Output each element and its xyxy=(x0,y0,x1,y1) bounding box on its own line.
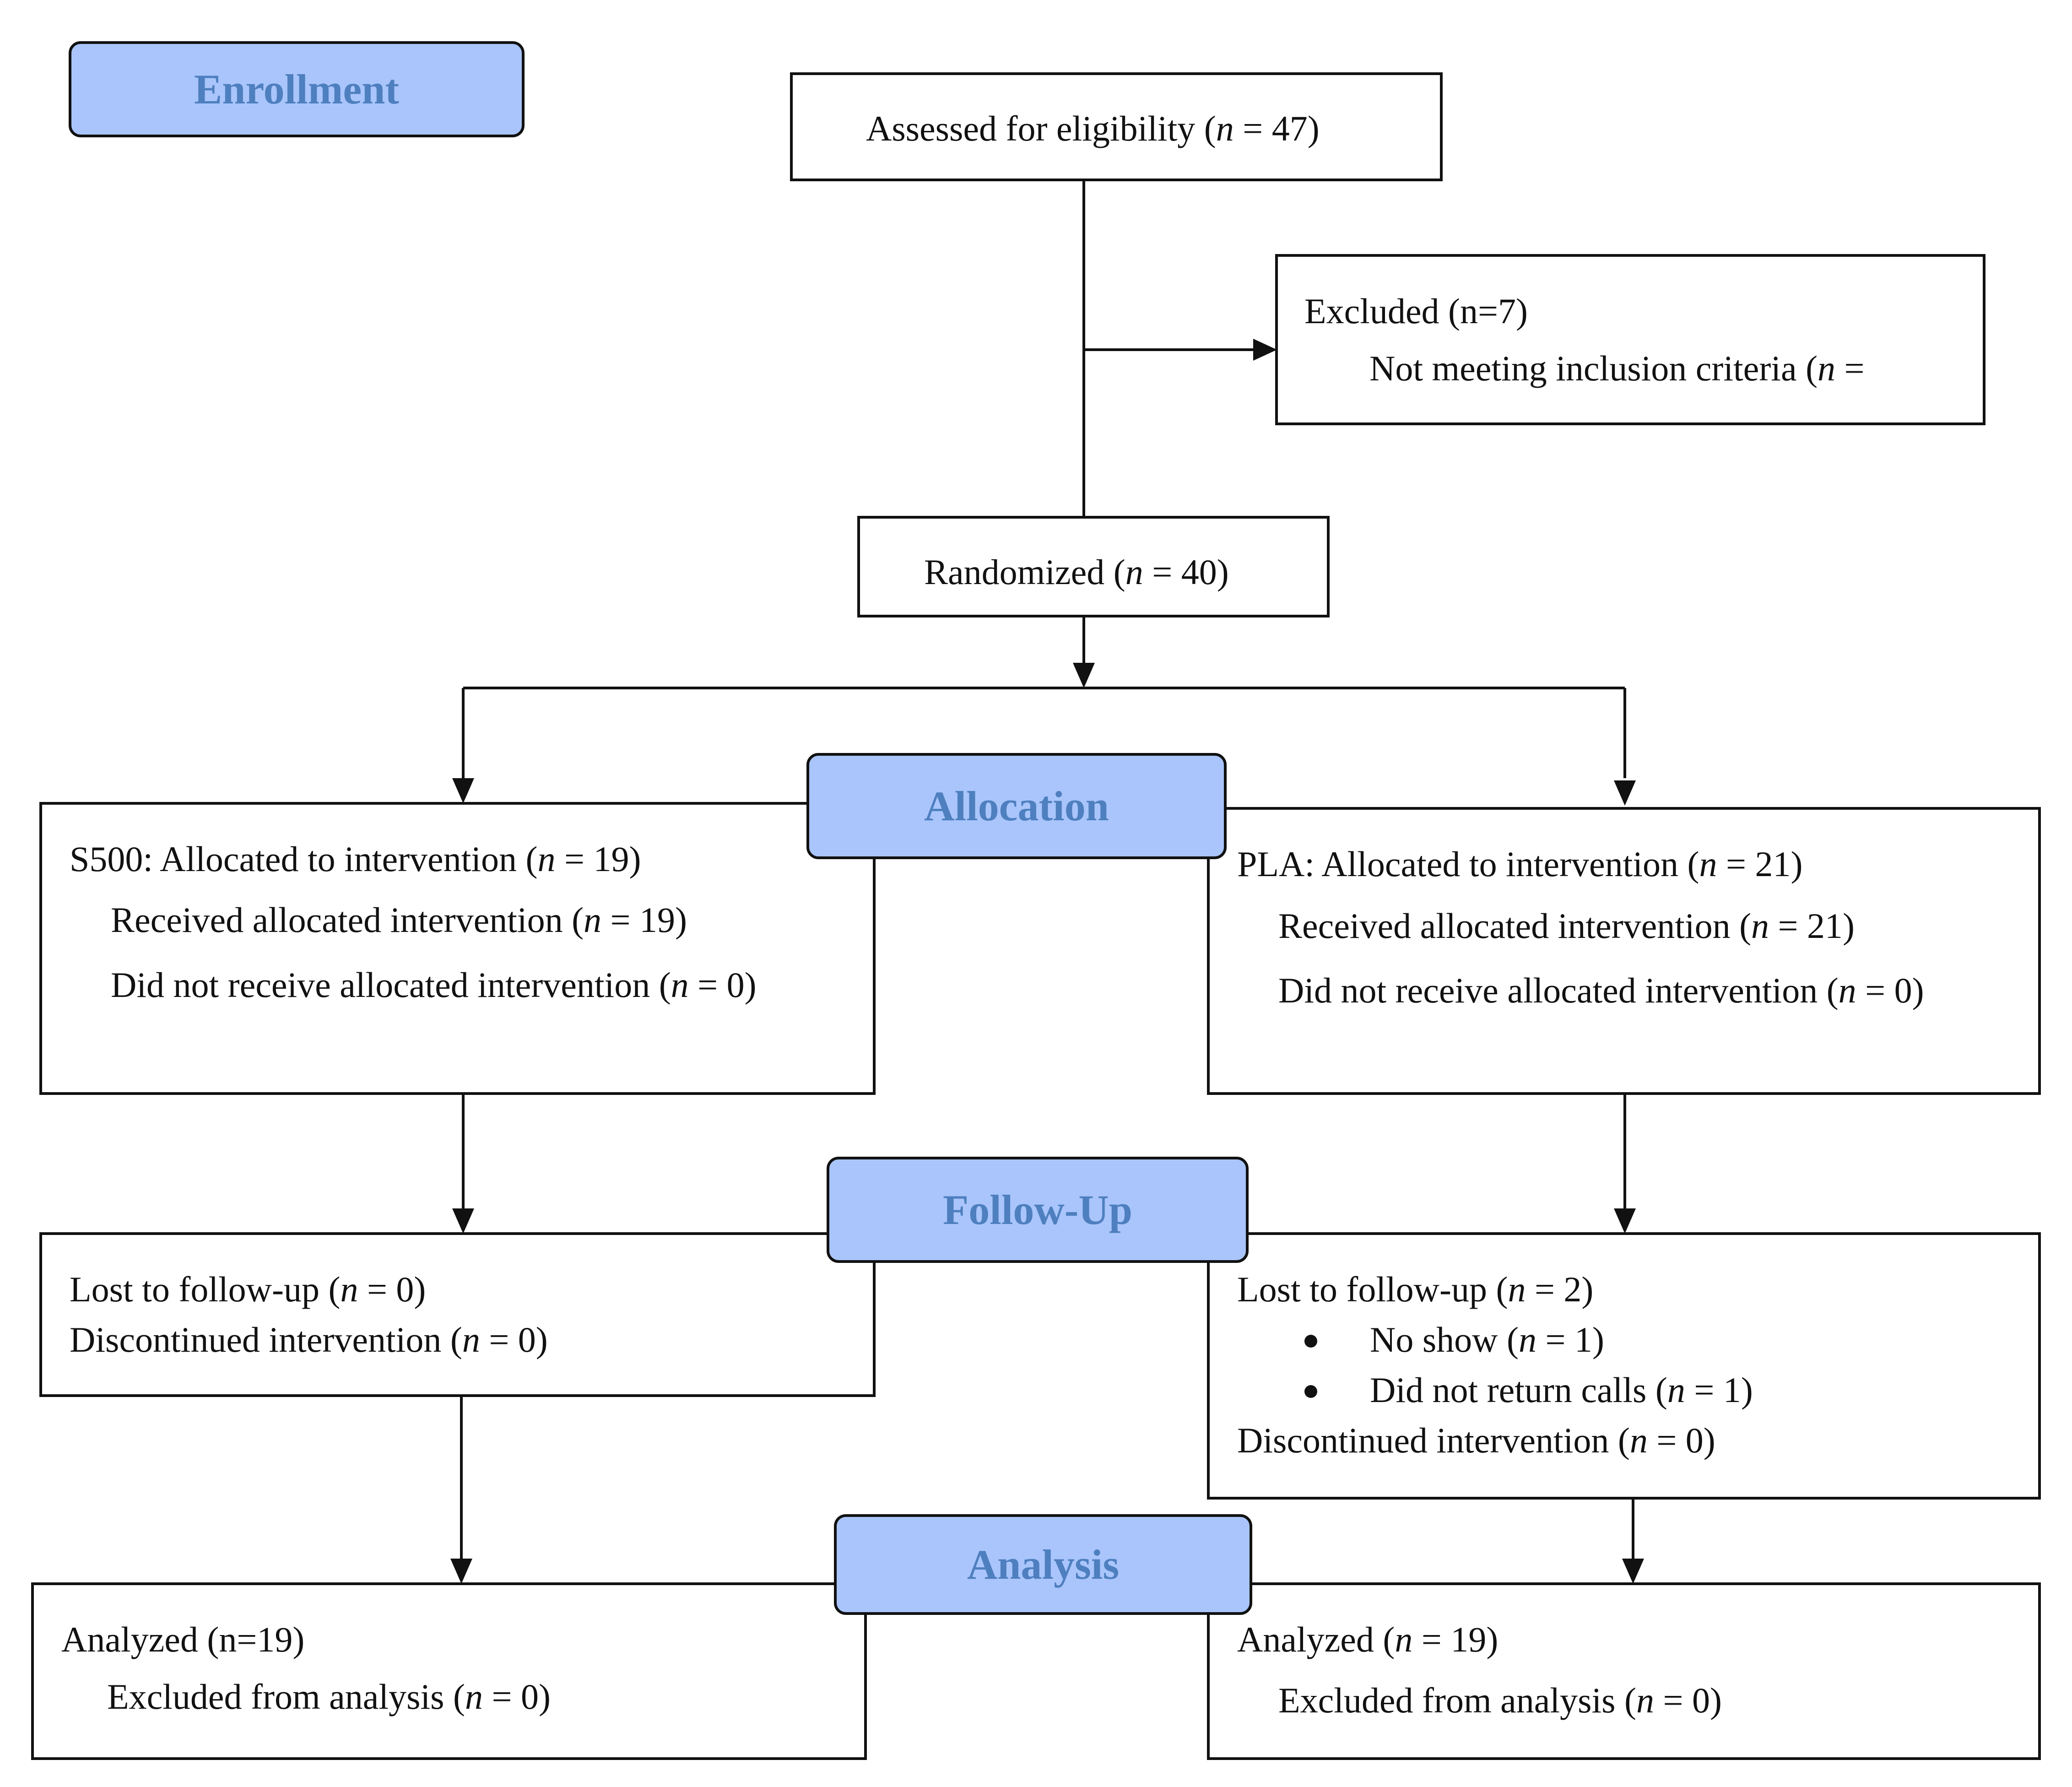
pla-received: Received allocated intervention (n = 21) xyxy=(1278,906,1855,946)
randomized-text: Randomized (n = 40) xyxy=(924,552,1229,592)
arrowhead-excluded xyxy=(1253,339,1277,361)
phase-label-analysis: Analysis xyxy=(834,1514,1252,1615)
s500-discontinued: Discontinued intervention (n = 0) xyxy=(70,1320,548,1359)
pla-excluded-analysis: Excluded from analysis (n = 0) xyxy=(1278,1680,1722,1720)
bullet-icon xyxy=(1304,1385,1317,1398)
assessed-text: Assessed for eligibility (n = 47) xyxy=(866,108,1320,148)
arrowhead-s500-followup xyxy=(452,1208,474,1234)
pla-analysis-box: Analyzed (n = 19) Excluded from analysis… xyxy=(1207,1582,2041,1760)
arrowhead-pla-allocation xyxy=(1614,780,1636,806)
s500-allocation-box: S500: Allocated to intervention (n = 19)… xyxy=(39,802,876,1095)
arrowhead-randomized-split xyxy=(1073,663,1095,688)
s500-analysis-box: Analyzed (n=19) Excluded from analysis (… xyxy=(31,1582,867,1760)
bullet-icon xyxy=(1304,1335,1317,1348)
phase-label-allocation: Allocation xyxy=(806,753,1227,859)
pla-not-received: Did not receive allocated intervention (… xyxy=(1278,970,1924,1010)
s500-excluded-analysis: Excluded from analysis (n = 0) xyxy=(107,1677,551,1717)
s500-lost: Lost to follow-up (n = 0) xyxy=(70,1269,426,1309)
s500-received: Received allocated intervention (n = 19) xyxy=(111,900,687,940)
s500-not-received: Did not receive allocated intervention (… xyxy=(111,965,757,1005)
randomized-box: Randomized (n = 40) xyxy=(857,516,1330,617)
pla-discontinued: Discontinued intervention (n = 0) xyxy=(1237,1420,1715,1460)
assessed-box: Assessed for eligibility (n = 47) xyxy=(790,72,1443,181)
s500-followup-box: Lost to follow-up (n = 0) Discontinued i… xyxy=(39,1232,876,1397)
excluded-reason: Not meeting inclusion criteria (n = xyxy=(1369,348,1865,388)
pla-analyzed: Analyzed (n = 19) xyxy=(1237,1619,1499,1659)
pla-allocated: PLA: Allocated to intervention (n = 21) xyxy=(1237,844,1803,884)
s500-allocated: S500: Allocated to intervention (n = 19) xyxy=(70,839,641,879)
phase-label-enrollment: Enrollment xyxy=(69,41,525,137)
s500-analyzed: Analyzed (n=19) xyxy=(61,1619,305,1659)
pla-followup-box: Lost to follow-up (n = 2) No show (n = 1… xyxy=(1207,1232,2041,1500)
arrowhead-s500-analysis xyxy=(450,1559,472,1584)
excluded-box: Excluded (n=7) Not meeting inclusion cri… xyxy=(1275,254,1985,425)
pla-lost: Lost to follow-up (n = 2) xyxy=(1237,1269,1594,1309)
pla-no-show: No show (n = 1) xyxy=(1370,1320,1604,1359)
arrowhead-pla-followup xyxy=(1614,1208,1636,1234)
excluded-title: Excluded (n=7) xyxy=(1304,291,1528,331)
arrowhead-s500-allocation xyxy=(452,778,474,803)
pla-no-calls: Did not return calls (n = 1) xyxy=(1370,1370,1753,1410)
arrowhead-pla-analysis xyxy=(1622,1559,1644,1584)
phase-label-follow-up: Follow-Up xyxy=(827,1157,1249,1263)
pla-allocation-box: PLA: Allocated to intervention (n = 21) … xyxy=(1207,807,2041,1095)
